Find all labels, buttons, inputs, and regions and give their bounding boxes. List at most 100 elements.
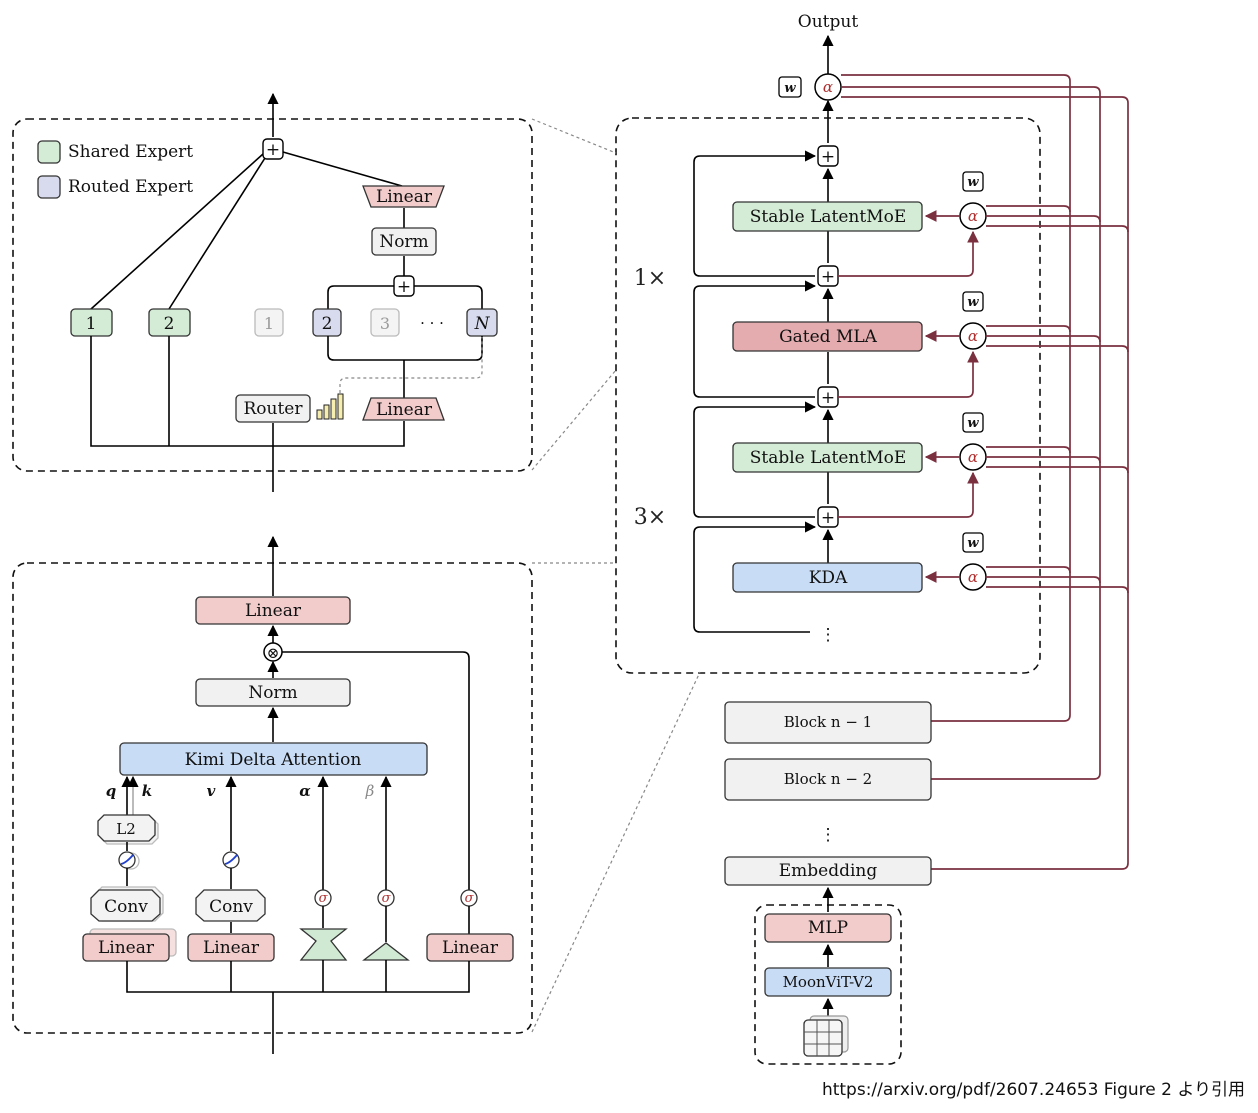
moe-panel: Shared Expert Routed Expert + Linear Nor… bbox=[12, 92, 533, 492]
v-label: v bbox=[207, 782, 216, 800]
moe-sum-node bbox=[262, 138, 284, 160]
sigma-symbol: σ bbox=[382, 891, 392, 906]
conv-label: Conv bbox=[104, 897, 148, 917]
router-box bbox=[235, 394, 311, 423]
svg-text:w: w bbox=[967, 536, 979, 551]
conv-v-box bbox=[195, 889, 266, 922]
beta-label: β bbox=[365, 782, 375, 800]
layer-label: KDA bbox=[809, 568, 848, 588]
output-label: Output bbox=[798, 12, 859, 32]
w-symbol: w bbox=[784, 81, 796, 96]
q-label: q bbox=[106, 782, 117, 800]
kda-output-linear bbox=[195, 596, 351, 625]
kimi-delta-attention-label: Kimi Delta Attention bbox=[185, 750, 362, 770]
legend-routed-label: Routed Expert bbox=[68, 177, 193, 197]
l2-norm-box bbox=[97, 814, 156, 842]
svg-text:+: + bbox=[821, 508, 835, 528]
layer-label: Gated MLA bbox=[779, 327, 878, 347]
legend-shared-swatch bbox=[37, 140, 61, 164]
attention-residual-bus bbox=[841, 74, 1129, 870]
embedding-box bbox=[724, 856, 932, 886]
router-selection-path bbox=[339, 337, 483, 393]
expert-label: 2 bbox=[164, 314, 175, 334]
router-label: Router bbox=[243, 399, 303, 419]
kda-norm bbox=[195, 678, 351, 707]
kda-panel: Linear ⊗ Norm Kimi Delta Attention q k v… bbox=[12, 535, 533, 1054]
routed-expert-2 bbox=[312, 308, 342, 337]
svg-text:α: α bbox=[968, 568, 978, 586]
legend-shared-label: Shared Expert bbox=[68, 142, 193, 162]
svg-text:α: α bbox=[968, 327, 978, 345]
stack-ellipsis: ⋮ bbox=[820, 625, 837, 645]
moe-output-linear bbox=[362, 185, 445, 208]
moe-input-linear bbox=[362, 397, 445, 421]
low-rank-projection-alpha bbox=[299, 928, 348, 961]
layer-stable-latentmoe-bottom bbox=[732, 442, 923, 473]
moonvit-label: MoonViT-V2 bbox=[783, 973, 874, 991]
linear-qk-box bbox=[82, 933, 170, 962]
w-weight-box bbox=[778, 76, 802, 98]
image-input-icon bbox=[803, 1015, 849, 1057]
moe-norm bbox=[371, 227, 437, 256]
block-n-minus-1-label: Block n − 1 bbox=[784, 713, 872, 731]
plus-symbol: + bbox=[397, 277, 411, 297]
block-n-minus-1 bbox=[724, 701, 932, 744]
linear-label: Linear bbox=[203, 938, 260, 958]
linear-label: Linear bbox=[98, 938, 155, 958]
layer-label: Stable LatentMoE bbox=[750, 207, 907, 227]
alpha-symbol: α bbox=[823, 78, 833, 96]
moonvit-box bbox=[764, 967, 892, 997]
experts-ellipsis: · · · bbox=[420, 314, 444, 332]
projection-beta bbox=[362, 942, 410, 961]
kimi-delta-attention-box bbox=[119, 742, 428, 776]
repeat-3x-label: 3× bbox=[634, 505, 666, 530]
svg-text:α: α bbox=[968, 207, 978, 225]
routed-expert-3-inactive bbox=[370, 308, 400, 337]
moe-output-linear-label: Linear bbox=[376, 187, 433, 207]
conv-qk-box bbox=[90, 889, 161, 922]
svg-text:w: w bbox=[967, 295, 979, 310]
blocks-ellipsis: ⋮ bbox=[820, 825, 837, 845]
svg-text:α: α bbox=[968, 448, 978, 466]
moe-input-linear-label: Linear bbox=[376, 400, 433, 420]
expert-label: N bbox=[474, 314, 491, 334]
embedding-label: Embedding bbox=[779, 861, 878, 881]
sigma-symbol: σ bbox=[465, 891, 475, 906]
zoom-guide bbox=[531, 118, 617, 154]
block-n-minus-2-label: Block n − 2 bbox=[784, 770, 872, 788]
layer-label: Stable LatentMoE bbox=[750, 448, 907, 468]
svg-text:+: + bbox=[821, 147, 835, 167]
multiply-symbol: ⊗ bbox=[267, 644, 280, 662]
moe-norm-label: Norm bbox=[379, 232, 428, 252]
layer-gated-mla bbox=[732, 321, 923, 352]
residual-add-nodes: + + + + bbox=[817, 145, 839, 528]
expert-label: 1 bbox=[86, 314, 97, 334]
k-label: k bbox=[142, 782, 152, 800]
mlp-label: MLP bbox=[808, 918, 848, 938]
router-score-bars-icon bbox=[316, 393, 344, 420]
main-stack: Output α w 1× 3× + + + + bbox=[615, 12, 1129, 1065]
expert-label: 1 bbox=[264, 314, 274, 333]
kda-norm-label: Norm bbox=[248, 683, 297, 703]
svg-text:+: + bbox=[821, 388, 835, 408]
linear-label: Linear bbox=[442, 938, 499, 958]
layer-alpha-nodes: α α α α w w w w bbox=[959, 171, 987, 591]
block-n-minus-2 bbox=[724, 758, 932, 801]
legend-routed-swatch bbox=[37, 175, 61, 199]
alpha-label: α bbox=[299, 782, 311, 800]
layer-kda bbox=[732, 562, 923, 593]
zoom-guide bbox=[531, 671, 701, 1033]
linear-gate-box bbox=[426, 933, 514, 962]
svg-text:w: w bbox=[967, 175, 979, 190]
repeat-block-frame bbox=[615, 117, 1041, 674]
plus-symbol: + bbox=[266, 140, 280, 160]
expert-label: 2 bbox=[322, 314, 333, 334]
sigma-symbol: σ bbox=[319, 891, 329, 906]
zoom-guide bbox=[531, 369, 617, 471]
kda-output-linear-label: Linear bbox=[245, 601, 302, 621]
repeat-1x-label: 1× bbox=[634, 266, 666, 291]
l2-label: L2 bbox=[116, 820, 136, 838]
routed-expert-1-inactive bbox=[254, 308, 284, 337]
expert-label: 3 bbox=[380, 314, 390, 333]
